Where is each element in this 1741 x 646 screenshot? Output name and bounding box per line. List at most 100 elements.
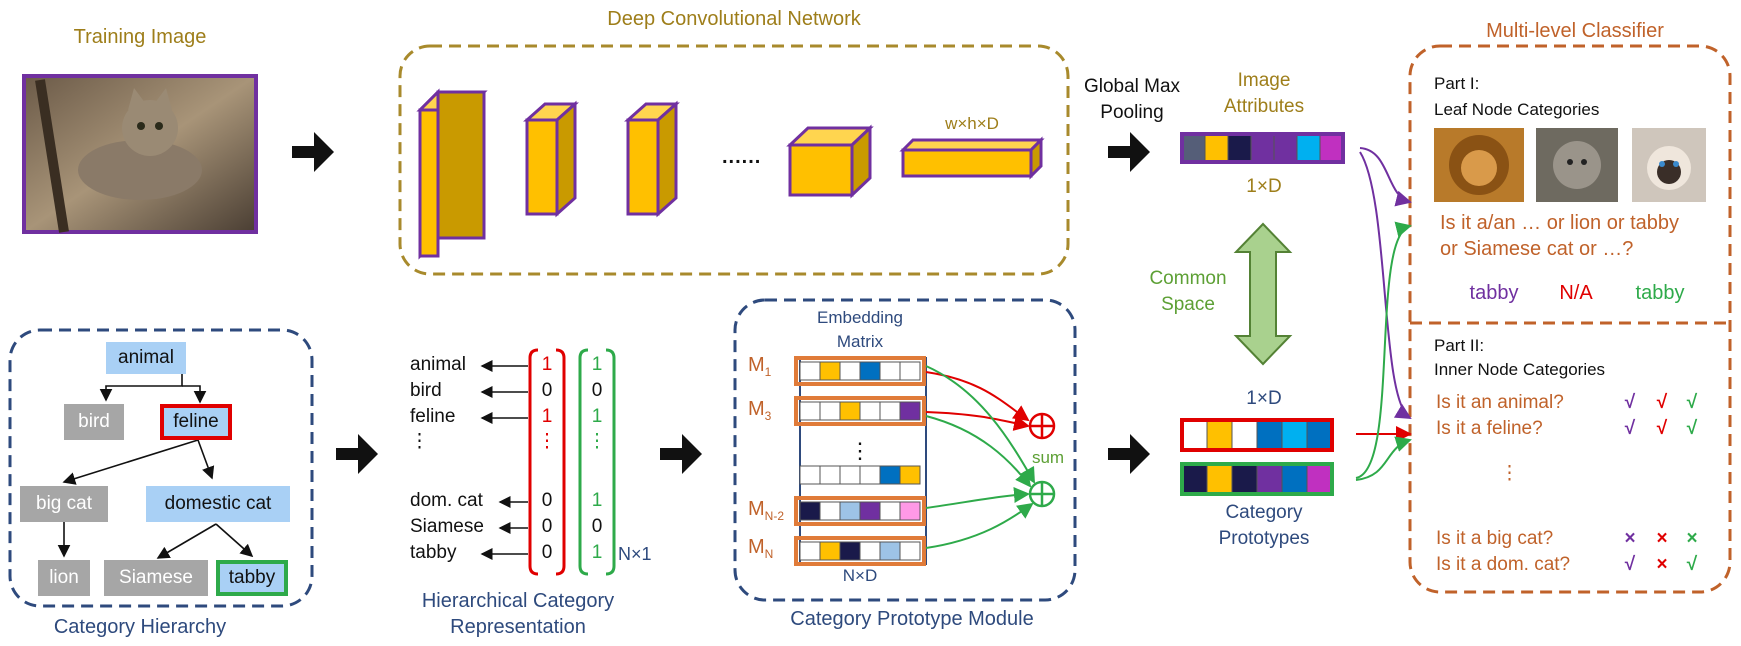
- rep-value-red: 0: [541, 380, 553, 401]
- part2-mark: √: [1686, 392, 1698, 413]
- prototype-module-box: [733, 298, 1077, 602]
- embedding-cell: [879, 501, 901, 521]
- conv-block-4: [786, 124, 874, 199]
- prototype-green-cell: [1181, 463, 1208, 495]
- rep-value-red: 1: [541, 354, 553, 375]
- green-bracket-left: [578, 348, 589, 576]
- part2-mark: √: [1656, 418, 1668, 439]
- embedding-cell: [839, 465, 861, 485]
- rep-value-green: 1: [591, 406, 603, 427]
- embedding-cell: [859, 361, 881, 381]
- node-siamese: Siamese: [104, 560, 208, 596]
- node-big-cat: big cat: [20, 486, 108, 522]
- rep-label: ⋮: [410, 431, 429, 452]
- representation-title-1: Hierarchical Category: [421, 590, 615, 612]
- embedding-cell: [879, 361, 901, 381]
- arrow-image-to-network: [292, 132, 334, 172]
- attributes-title-2: Attributes: [1223, 96, 1305, 117]
- rep-label: feline: [410, 406, 456, 427]
- prototype-red-cell: [1181, 419, 1208, 451]
- part1-question-1: Is it a/an … or lion or tabby: [1440, 212, 1680, 234]
- part2-mark: √: [1624, 554, 1636, 575]
- arrow-rep-to-module: [660, 434, 702, 474]
- rep-label: animal: [410, 354, 466, 375]
- embedding-cell: [799, 361, 821, 381]
- training-image: [22, 74, 258, 234]
- pooling-label-1: Global Max: [1083, 76, 1181, 97]
- embedding-cell: [899, 361, 921, 381]
- embedding-title-2: Matrix: [836, 332, 884, 351]
- part1-answer: tabby: [1469, 282, 1519, 304]
- node-animal: animal: [106, 342, 186, 374]
- feature-dims-label: w×h×D: [945, 114, 999, 133]
- attributes-dim: 1×D: [1246, 176, 1282, 197]
- part1-title: Part I:: [1434, 74, 1480, 93]
- prototype-green-cell: [1206, 463, 1233, 495]
- image-attributes-vector: [1180, 132, 1345, 164]
- part2-title: Part II:: [1434, 336, 1485, 355]
- embedding-cell: [799, 541, 821, 561]
- network-dots: ......: [722, 146, 762, 168]
- part1-answer: N/A: [1559, 282, 1593, 304]
- embedding-cell: [799, 401, 821, 421]
- attr-to-part2: [1359, 151, 1412, 420]
- rep-value-green: 0: [591, 380, 603, 401]
- embedding-cell: [799, 465, 821, 485]
- part2-question: Is it a dom. cat?: [1436, 554, 1571, 575]
- rep-value-green: 1: [591, 542, 603, 563]
- embedding-cell: [879, 401, 901, 421]
- node-domestic-cat: domestic cat: [146, 486, 290, 522]
- part2-mark: √: [1686, 554, 1698, 575]
- part2-mark: ×: [1624, 528, 1636, 549]
- node-tabby: tabby: [216, 560, 288, 596]
- embedding-row-label: M1: [748, 354, 772, 379]
- prototype-red-cell: [1306, 419, 1333, 451]
- part2-subtitle: Inner Node Categories: [1434, 360, 1606, 379]
- feature-map-block: [899, 136, 1045, 180]
- attribute-cell: [1296, 133, 1321, 163]
- classifier-box: [1408, 44, 1732, 594]
- arrow-hierarchy-to-rep: [336, 434, 378, 474]
- embedding-dim: N×D: [842, 566, 878, 585]
- attribute-cell: [1227, 133, 1252, 163]
- rep-value-green: 1: [591, 490, 603, 511]
- training-image-title: Training Image: [73, 26, 207, 48]
- part2-question: Is it a big cat?: [1436, 528, 1554, 549]
- embedding-cell: [899, 401, 921, 421]
- conv-block-2: [523, 100, 579, 218]
- part2-mark: ×: [1656, 554, 1668, 575]
- part2-question: ⋮: [1500, 463, 1519, 484]
- node-lion: lion: [38, 560, 90, 596]
- common-space-2: Space: [1161, 294, 1215, 315]
- embedding-row-highlight: [794, 536, 926, 566]
- representation-arrows: [480, 360, 528, 560]
- embedding-cell: [819, 361, 841, 381]
- part2-mark: √: [1624, 392, 1636, 413]
- embedding-row-label: MN: [748, 536, 774, 561]
- embedding-cell: [819, 541, 841, 561]
- category-prototype-red: [1180, 418, 1334, 452]
- prototype-green-cell: [1256, 463, 1283, 495]
- attributes-title-1: Image: [1237, 70, 1291, 91]
- embedding-cell: [879, 465, 901, 485]
- embedding-title-1: Embedding: [816, 308, 904, 327]
- prototype-green-cell: [1281, 463, 1308, 495]
- rep-value-red: 0: [541, 516, 553, 537]
- embedding-cell: [859, 465, 881, 485]
- siamese-image: [1632, 128, 1706, 202]
- embedding-cell: [819, 401, 841, 421]
- prototype-green-cell: [1306, 463, 1333, 495]
- hierarchy-title: Category Hierarchy: [53, 616, 227, 638]
- prototype-red-border: [1180, 418, 1334, 452]
- node-bird: bird: [64, 404, 124, 440]
- green-proto-to-part1: [1355, 221, 1412, 479]
- category-prototype-green: [1180, 462, 1334, 496]
- common-space-arrow: [1233, 222, 1293, 366]
- rep-value-green: 0: [591, 516, 603, 537]
- prototype-green-border: [1180, 462, 1334, 496]
- part1-answer: tabby: [1635, 282, 1685, 304]
- rep-label: tabby: [410, 542, 457, 563]
- rep-value-green: 1: [591, 354, 603, 375]
- embedding-cell: [839, 401, 861, 421]
